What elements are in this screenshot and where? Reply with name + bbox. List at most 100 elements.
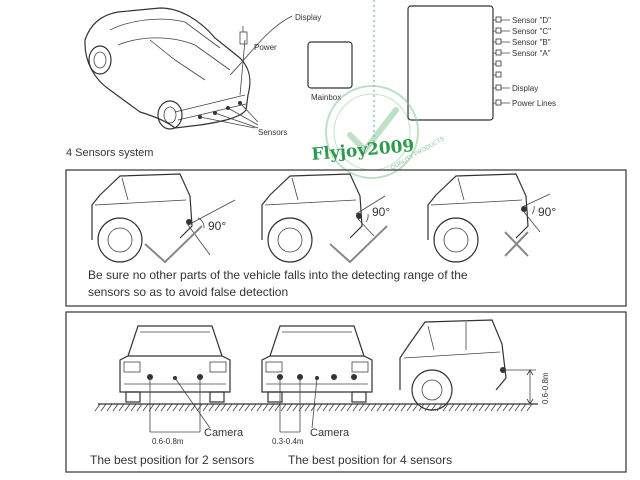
hatch-mark — [466, 403, 473, 412]
camera-label-1: Camera — [204, 427, 244, 439]
hatch-mark — [292, 403, 299, 412]
hatch-mark — [280, 403, 287, 412]
hatch-mark — [136, 403, 143, 412]
hatch-mark — [226, 403, 233, 412]
hatch-mark — [478, 403, 485, 412]
hatch-mark — [424, 403, 431, 412]
side-car-height — [399, 319, 536, 411]
hatch-mark — [166, 403, 173, 412]
hatch-mark — [388, 403, 395, 412]
mainbox-detail — [407, 5, 510, 121]
hatch-mark — [94, 403, 101, 412]
box-label-sensor-c: Sensor "C" — [512, 27, 551, 36]
hatch-mark — [376, 403, 383, 412]
wiring-lines — [199, 15, 293, 129]
hatch-mark — [340, 403, 347, 412]
distance-label-4-sensors: 0.3-0.4m — [272, 437, 304, 446]
angle-note-line-2: sensors so as to avoid false detection — [88, 285, 288, 299]
hatch-mark — [118, 403, 125, 412]
power-label: Power — [254, 43, 277, 52]
hatch-mark — [472, 403, 479, 412]
hatch-mark — [418, 403, 425, 412]
angle-label-1: 90° — [208, 219, 226, 233]
box-label-power-lines: Power Lines — [512, 99, 556, 108]
hatch-mark — [298, 403, 305, 412]
hatch-mark — [220, 403, 227, 412]
position-panel-frame — [65, 311, 627, 473]
ground-hatch — [94, 403, 538, 412]
mainbox-label: Mainbox — [311, 93, 341, 102]
rear-car-2-sensors — [119, 325, 231, 433]
hatch-mark — [244, 403, 251, 412]
car-perspective-drawing — [84, 7, 251, 130]
hatch-mark — [520, 403, 527, 412]
height-label-side: 0.6-0.8m — [541, 372, 550, 404]
hatch-mark — [400, 403, 407, 412]
hatch-mark — [328, 403, 335, 412]
hatch-mark — [184, 403, 191, 412]
hatch-mark — [238, 403, 245, 412]
hatch-mark — [364, 403, 371, 412]
caption-4-sensors: The best position for 4 sensors — [288, 453, 452, 467]
camera-label-2: Camera — [310, 427, 350, 439]
hatch-mark — [352, 403, 359, 412]
hatch-mark — [172, 403, 179, 412]
display-label: Display — [295, 13, 321, 22]
hatch-mark — [334, 403, 341, 412]
hatch-mark — [196, 403, 203, 412]
hatch-mark — [178, 403, 185, 412]
hatch-mark — [142, 403, 149, 412]
box-label-sensor-d: Sensor "D" — [512, 16, 551, 25]
hatch-mark — [214, 403, 221, 412]
hatch-mark — [256, 403, 263, 412]
power-connector — [239, 26, 248, 45]
angle-label-2: 90° — [372, 205, 390, 219]
hatch-mark — [112, 403, 119, 412]
rear-car-4-sensors — [261, 325, 373, 433]
hatch-mark — [286, 403, 293, 412]
hatch-mark — [406, 403, 413, 412]
hatch-mark — [448, 403, 455, 412]
hatch-mark — [100, 403, 107, 412]
hatch-mark — [490, 403, 497, 412]
angle-note-line-1: Be sure no other parts of the vehicle fa… — [88, 268, 468, 282]
angle-panel-frame — [65, 169, 627, 307]
hatch-mark — [496, 403, 503, 412]
hatch-mark — [304, 403, 311, 412]
distance-label-2-sensors: 0.6-0.8m — [152, 437, 184, 446]
hatch-mark — [250, 403, 257, 412]
hatch-mark — [514, 403, 521, 412]
box-label-sensor-b: Sensor "B" — [512, 38, 551, 47]
hatch-mark — [148, 403, 155, 412]
hatch-mark — [508, 403, 515, 412]
hatch-mark — [346, 403, 353, 412]
mainbox — [307, 41, 353, 89]
angle-car-3 — [427, 173, 551, 263]
hatch-mark — [154, 403, 161, 412]
hatch-mark — [268, 403, 275, 412]
hatch-mark — [130, 403, 137, 412]
hatch-mark — [274, 403, 281, 412]
hatch-mark — [310, 403, 317, 412]
hatch-mark — [526, 403, 533, 412]
hatch-mark — [484, 403, 491, 412]
hatch-mark — [208, 403, 215, 412]
hatch-mark — [502, 403, 509, 412]
hatch-mark — [160, 403, 167, 412]
hatch-mark — [358, 403, 365, 412]
hatch-mark — [460, 403, 467, 412]
hatch-mark — [454, 403, 461, 412]
hatch-mark — [430, 403, 437, 412]
hatch-mark — [124, 403, 131, 412]
angle-label-3: 90° — [538, 205, 556, 219]
hatch-mark — [436, 403, 443, 412]
hatch-mark — [382, 403, 389, 412]
sensors-label: Sensors — [258, 128, 287, 137]
box-label-sensor-a: Sensor "A" — [512, 49, 551, 58]
angle-car-2 — [261, 173, 388, 264]
hatch-mark — [322, 403, 329, 412]
hatch-mark — [232, 403, 239, 412]
hatch-mark — [262, 403, 269, 412]
caption-2-sensors: The best position for 2 sensors — [90, 453, 254, 467]
